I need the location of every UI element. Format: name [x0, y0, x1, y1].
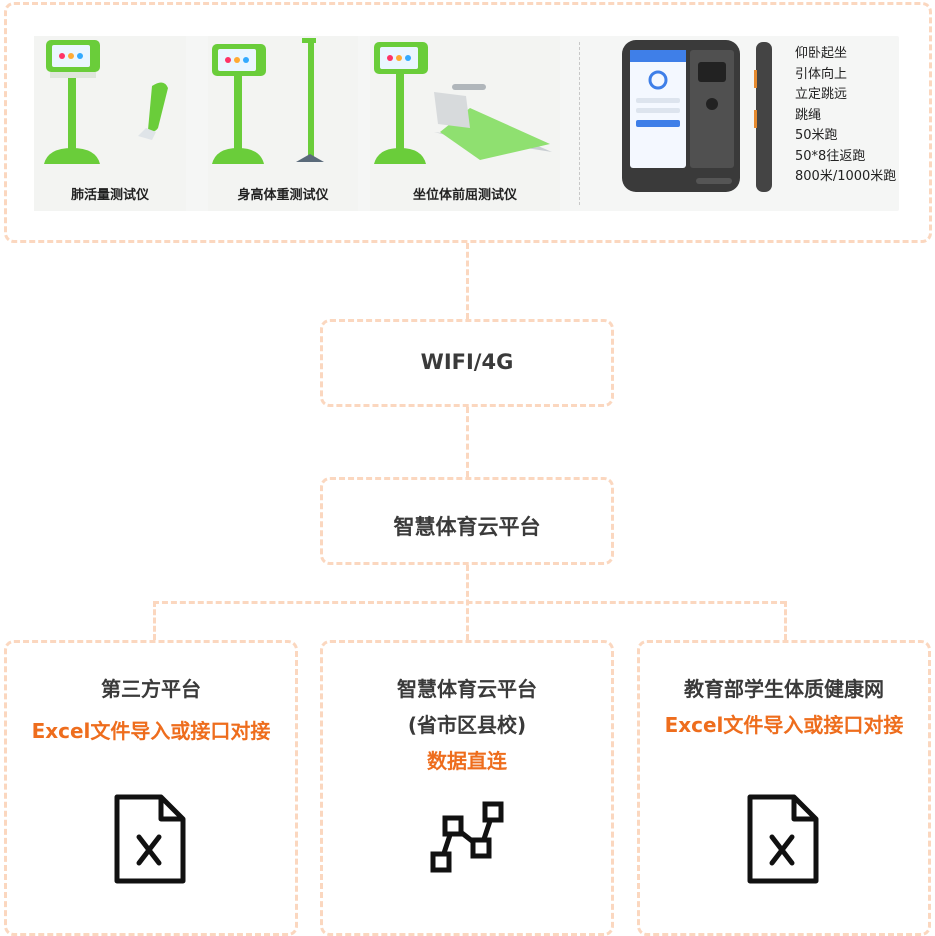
connector-line: [153, 601, 156, 640]
network-connection-icon: [427, 798, 507, 882]
spirometer-kiosk-icon: [44, 40, 168, 164]
height-weight-kiosk-icon: [212, 38, 324, 164]
target-title: 第三方平台: [101, 677, 201, 701]
handheld-terminal-icon: [622, 40, 772, 192]
test-item: 50米跑: [795, 128, 838, 143]
test-item: 50*8往返跑: [795, 148, 866, 164]
regional-platform-box: 智慧体育云平台 (省市区县校) 数据直连: [320, 640, 614, 936]
device-strip: 肺活量测试仪 身高体重测试仪 坐位体前屈测试仪: [34, 36, 899, 211]
cloud-platform-label: 智慧体育云平台: [393, 515, 541, 539]
test-item: 800米/1000米跑: [795, 169, 897, 184]
target-action: Excel文件导入或接口对接: [31, 719, 271, 743]
test-item: 引体向上: [795, 66, 848, 82]
device-sit-and-reach: 坐位体前屈测试仪: [370, 36, 560, 211]
device-spirometer: 肺活量测试仪: [34, 36, 186, 211]
device-caption: 坐位体前屈测试仪: [412, 188, 517, 203]
device-height-weight: 身高体重测试仪: [208, 36, 358, 211]
handheld-terminal: [620, 40, 785, 195]
excel-file-icon: [746, 793, 820, 889]
excel-file-icon: [113, 793, 187, 889]
third-party-box: 第三方平台 Excel文件导入或接口对接: [4, 640, 298, 936]
connector-line: [153, 601, 786, 604]
ministry-health-box: 教育部学生体质健康网 Excel文件导入或接口对接: [637, 640, 931, 936]
device-caption: 身高体重测试仪: [237, 188, 329, 203]
cloud-platform-box: 智慧体育云平台: [320, 477, 614, 565]
wifi-label: WIFI/4G: [420, 350, 514, 374]
target-action: Excel文件导入或接口对接: [664, 713, 904, 737]
test-item: 仰卧起坐: [795, 46, 848, 61]
target-title: 智慧体育云平台: [397, 677, 537, 701]
test-item: 立定跳远: [795, 87, 848, 102]
sit-and-reach-kiosk-icon: [374, 42, 552, 164]
target-title: 教育部学生体质健康网: [684, 677, 884, 701]
connector-line: [466, 243, 469, 319]
wifi-box: WIFI/4G: [320, 319, 614, 407]
device-caption: 肺活量测试仪: [70, 188, 149, 203]
test-list: 仰卧起坐 引体向上 立定跳远 跳绳 50米跑 50*8往返跑 800米/1000…: [795, 44, 896, 188]
connector-line: [466, 407, 469, 477]
divider: [579, 42, 580, 205]
connector-line: [784, 601, 787, 640]
target-subtitle: (省市区县校): [407, 713, 527, 737]
target-action: 数据直连: [427, 749, 507, 773]
test-item: 跳绳: [795, 107, 822, 123]
